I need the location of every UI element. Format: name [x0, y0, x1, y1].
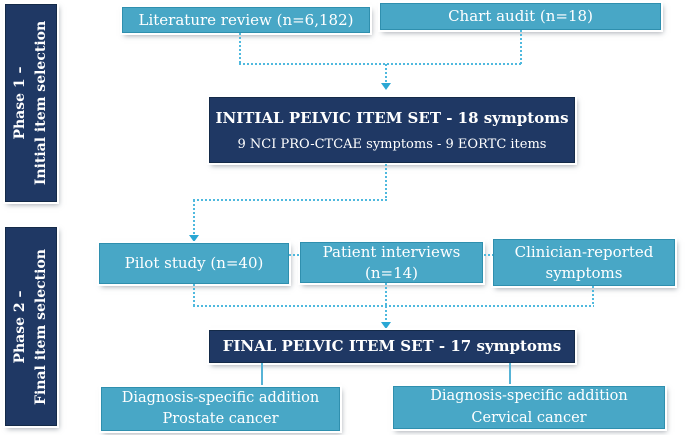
initial-item-set-title: INITIAL PELVIC ITEM SET - 18 symptoms: [215, 108, 569, 127]
arrowhead-into-pilot-icon: [189, 235, 199, 242]
arrowhead-into-initial-icon: [381, 83, 391, 90]
connector-patient-clinician: [484, 254, 493, 256]
cervical-addition-box: Diagnosis-specific addition Cervical can…: [393, 386, 665, 429]
connector-initial-arrow-line: [385, 64, 387, 83]
phase2-line2: Final item selection: [33, 248, 50, 405]
pilot-study-label: Pilot study (n=40): [124, 254, 264, 273]
connector-patient-down: [385, 283, 387, 306]
chart-audit-label: Chart audit (n=18): [448, 7, 593, 26]
connector-final-prostate: [261, 363, 263, 387]
clinician-reported-box: Clinician-reported symptoms: [493, 239, 675, 286]
connector-initial-down: [385, 164, 387, 200]
connector-pilot-patient: [289, 254, 300, 256]
clinician-reported-line2: symptoms: [545, 263, 623, 282]
patient-interviews-label: Patient interviews (n=14): [322, 243, 461, 282]
arrowhead-into-final-icon: [381, 322, 391, 329]
clinician-reported-line1: Clinician-reported: [514, 243, 654, 262]
phase1-label: Phase 1 – Initial item selection: [10, 21, 52, 185]
literature-review-label: Literature review (n=6,182): [138, 10, 354, 29]
prostate-addition-line1: Diagnosis-specific addition: [121, 389, 320, 406]
cervical-addition-line2: Cervical cancer: [471, 409, 587, 426]
patient-interviews-box: Patient interviews (n=14): [300, 242, 483, 283]
initial-item-set-box: INITIAL PELVIC ITEM SET - 18 symptoms 9 …: [209, 97, 575, 163]
phase2-label: Phase 2 – Final item selection: [10, 249, 52, 405]
connector-final-cervical: [509, 363, 511, 386]
connector-pilot-arrow-line: [193, 200, 195, 235]
prostate-addition-box: Diagnosis-specific addition Prostate can…: [101, 387, 340, 431]
phase1-line2: Initial item selection: [33, 20, 50, 186]
cervical-addition-line1: Diagnosis-specific addition: [430, 388, 628, 405]
connector-elbow-left: [193, 199, 387, 201]
prostate-addition-line2: Prostate cancer: [162, 411, 279, 427]
connector-final-arrow-line: [385, 306, 387, 322]
phase1-line1: Phase 1 –: [12, 66, 29, 140]
phase2-line1: Phase 2 –: [12, 289, 29, 364]
pilot-study-box: Pilot study (n=40): [99, 243, 289, 284]
connector-top-merge: [239, 63, 522, 65]
connector-literature-down: [239, 33, 241, 64]
initial-item-set-subtitle: 9 NCI PRO-CTCAE symptoms - 9 EORTC items: [237, 137, 547, 153]
phase2-bar: Phase 2 – Final item selection: [5, 227, 57, 426]
final-item-set-title: FINAL PELVIC ITEM SET - 17 symptoms: [222, 337, 562, 356]
connector-pilot-down: [193, 284, 195, 306]
connector-chartaudit-down: [520, 30, 522, 64]
connector-clinician-down: [592, 286, 594, 306]
connector-bottom-merge: [193, 305, 594, 307]
phase1-bar: Phase 1 – Initial item selection: [5, 4, 57, 202]
literature-review-box: Literature review (n=6,182): [122, 7, 370, 33]
chart-audit-box: Chart audit (n=18): [380, 3, 661, 30]
final-item-set-box: FINAL PELVIC ITEM SET - 17 symptoms: [209, 330, 575, 363]
